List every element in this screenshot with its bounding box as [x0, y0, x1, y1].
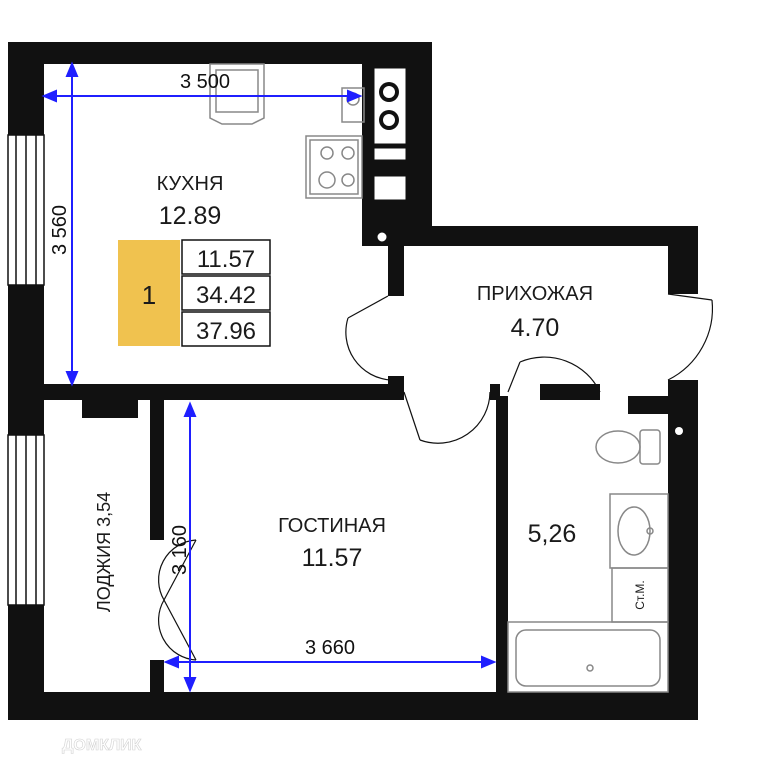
loggia-name: ЛОДЖИЯ 3,54: [94, 492, 114, 612]
windows: [7, 134, 45, 606]
bathtub-icon: [507, 621, 669, 693]
bathroom-area: 5,26: [528, 520, 577, 548]
washer-label: Ст.М.: [633, 580, 647, 610]
watermark: ДОМКЛИК: [35, 730, 142, 754]
door-kitchen: [345, 295, 391, 381]
dimension-living-width: 3 660: [305, 637, 355, 659]
living-area-value: 11.57: [197, 246, 255, 273]
toilet-icon: [595, 429, 661, 465]
door-living: [403, 391, 491, 444]
dimension-kitchen-height: 3 560: [49, 205, 71, 255]
summary-table: 1 11.57 34.42 37.96: [118, 239, 271, 347]
living-area: 11.57: [302, 544, 363, 572]
living-name: ГОСТИНАЯ: [278, 515, 386, 537]
dimension-lines: [41, 61, 497, 693]
kitchen-name: КУХНЯ: [157, 173, 224, 195]
watermark-text: ДОМКЛИК: [62, 737, 142, 754]
kitchen-sink-icon: [209, 63, 265, 125]
wall-outlets-icon: [373, 67, 407, 243]
walls: [8, 42, 698, 720]
bathroom-outlets-icon: [672, 424, 686, 512]
total-with-loggia-value: 37.96: [196, 318, 256, 345]
rooms-count: 1: [142, 280, 156, 310]
stove-icon: [305, 135, 363, 199]
door-entrance: [667, 293, 714, 381]
total-area-value: 34.42: [196, 282, 256, 309]
home-logo-icon: [35, 730, 57, 753]
washbasin-icon: [609, 493, 669, 569]
hallway-area: 4.70: [511, 314, 560, 342]
hallway-name: ПРИХОЖАЯ: [477, 283, 593, 305]
kitchen-area: 12.89: [159, 202, 222, 230]
dimension-kitchen-width: 3 500: [180, 71, 230, 93]
rooms-count-badge: [118, 240, 180, 346]
dimension-living-height: 3 160: [169, 525, 191, 575]
door-bathroom: [507, 356, 601, 393]
